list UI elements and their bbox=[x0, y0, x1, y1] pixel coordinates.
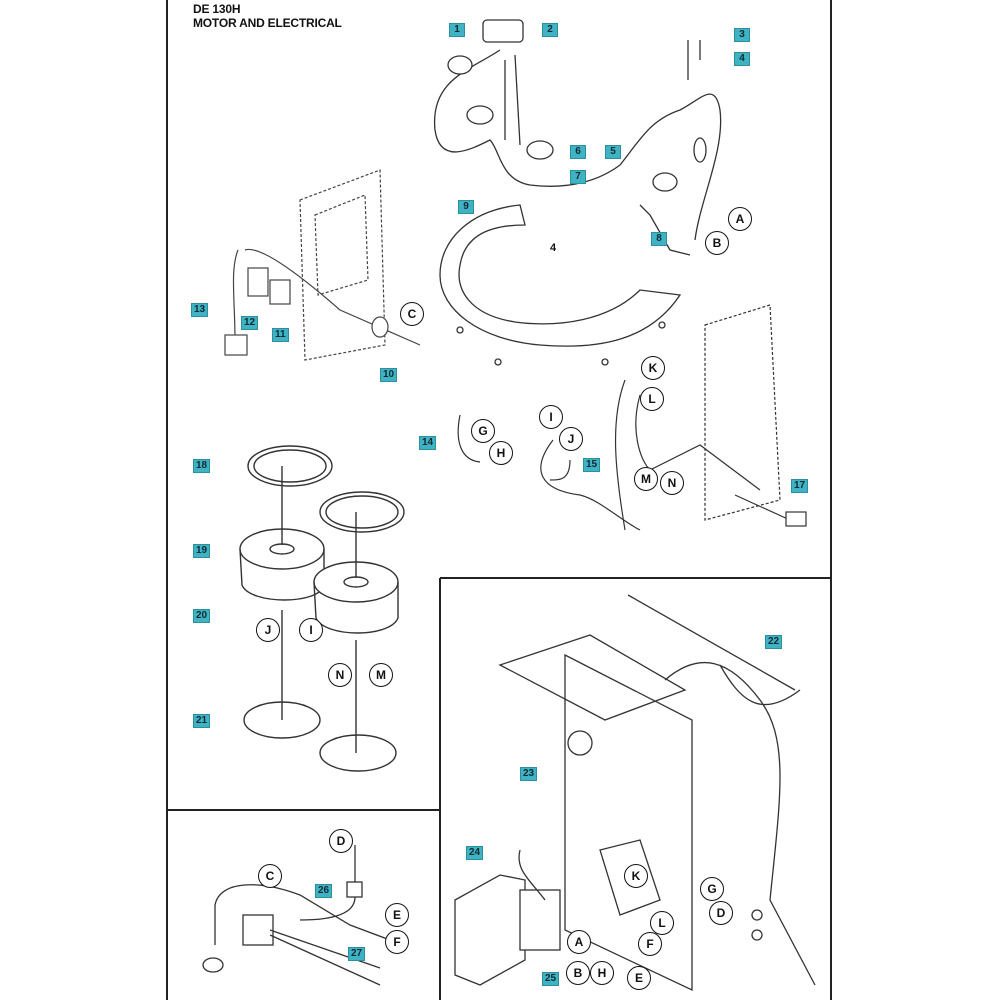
callout-G-harness: G bbox=[471, 419, 495, 443]
part-label-20[interactable]: 20 bbox=[193, 609, 211, 623]
callout-E-board: E bbox=[627, 966, 651, 990]
part-label-21[interactable]: 21 bbox=[193, 714, 211, 728]
callout-J-harness: J bbox=[559, 427, 583, 451]
power-cord-assembly bbox=[202, 845, 391, 986]
part-label-25[interactable]: 25 bbox=[542, 972, 560, 986]
part-label-13[interactable]: 13 bbox=[191, 303, 209, 317]
part-label-5[interactable]: 5 bbox=[605, 145, 621, 159]
part-label-19[interactable]: 19 bbox=[193, 544, 211, 558]
callout-A-top: A bbox=[728, 207, 752, 231]
top-wire-harness bbox=[434, 19, 722, 256]
callout-A-board: A bbox=[567, 930, 591, 954]
part-label-23[interactable]: 23 bbox=[520, 767, 538, 781]
part-label-22[interactable]: 22 bbox=[765, 635, 783, 649]
callout-K-harness: K bbox=[641, 356, 665, 380]
callout-G-board: G bbox=[700, 877, 724, 901]
part-label-24[interactable]: 24 bbox=[466, 846, 484, 860]
part-label-4[interactable]: 4 bbox=[734, 52, 750, 66]
part-label-6[interactable]: 6 bbox=[570, 145, 586, 159]
part-label-14[interactable]: 14 bbox=[419, 436, 437, 450]
callout-J-motor: J bbox=[256, 618, 280, 642]
callout-N-harness: N bbox=[660, 471, 684, 495]
callout-F-board: F bbox=[638, 932, 662, 956]
callout-H-board: H bbox=[590, 961, 614, 985]
callout-D-cord: D bbox=[329, 829, 353, 853]
callout-B-top: B bbox=[705, 231, 729, 255]
section-title: MOTOR AND ELECTRICAL bbox=[193, 16, 342, 30]
callout-C-cord: C bbox=[258, 864, 282, 888]
callout-M-harness: M bbox=[634, 467, 658, 491]
part-label-4-plain[interactable]: 4 bbox=[550, 242, 557, 254]
callout-I-motor: I bbox=[299, 618, 323, 642]
callout-E-cord: E bbox=[385, 903, 409, 927]
callout-H-harness: H bbox=[489, 441, 513, 465]
part-label-1[interactable]: 1 bbox=[449, 23, 465, 37]
part-label-3[interactable]: 3 bbox=[734, 28, 750, 42]
part-label-12[interactable]: 12 bbox=[241, 316, 259, 330]
part-label-2[interactable]: 2 bbox=[542, 23, 558, 37]
callout-F-cord: F bbox=[385, 930, 409, 954]
part-label-7[interactable]: 7 bbox=[570, 170, 586, 184]
part-label-17[interactable]: 17 bbox=[791, 479, 809, 493]
switch-box-assembly bbox=[224, 169, 421, 361]
part-label-10[interactable]: 10 bbox=[380, 368, 398, 382]
callout-K-board: K bbox=[624, 864, 648, 888]
part-label-27[interactable]: 27 bbox=[348, 947, 366, 961]
model-title: DE 130H bbox=[193, 2, 241, 16]
callout-B-board: B bbox=[566, 961, 590, 985]
callout-N-motor: N bbox=[328, 663, 352, 687]
part-label-18[interactable]: 18 bbox=[193, 459, 211, 473]
part-label-26[interactable]: 26 bbox=[315, 884, 333, 898]
part-label-8[interactable]: 8 bbox=[651, 232, 667, 246]
ring-bracket bbox=[439, 204, 682, 366]
control-board-assembly bbox=[454, 594, 816, 992]
part-label-11[interactable]: 11 bbox=[272, 328, 289, 342]
callout-L-harness: L bbox=[640, 387, 664, 411]
callout-D-board: D bbox=[709, 901, 733, 925]
motor-wiring-harness bbox=[457, 304, 807, 531]
callout-C-top: C bbox=[400, 302, 424, 326]
callout-L-board: L bbox=[650, 911, 674, 935]
part-label-9[interactable]: 9 bbox=[458, 200, 474, 214]
part-label-15[interactable]: 15 bbox=[583, 458, 601, 472]
callout-I-harness: I bbox=[539, 405, 563, 429]
callout-M-motor: M bbox=[369, 663, 393, 687]
motor-assemblies bbox=[239, 445, 405, 772]
